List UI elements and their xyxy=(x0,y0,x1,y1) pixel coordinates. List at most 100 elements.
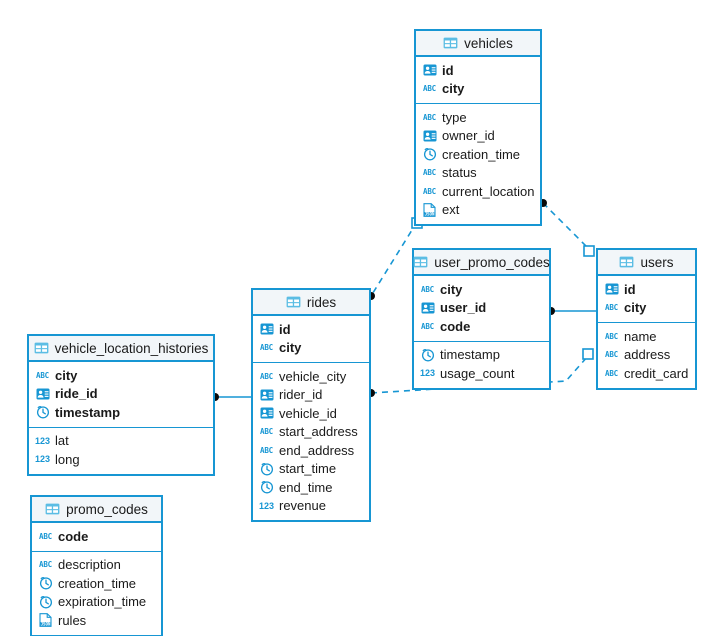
column-row[interactable]: timestamp xyxy=(29,403,213,422)
abc-icon: ABC xyxy=(260,427,273,437)
abc-icon: ABC xyxy=(260,371,273,381)
relationship-endpoint-square xyxy=(583,245,595,257)
column-row[interactable]: start_time xyxy=(253,460,369,479)
column-name: current_location xyxy=(442,183,535,199)
column-name: id xyxy=(279,321,291,337)
table-header-rides[interactable]: rides xyxy=(253,290,369,316)
abc-icon: ABC xyxy=(260,343,273,353)
column-name: revenue xyxy=(279,498,326,514)
table-header-user_promo_codes[interactable]: user_promo_codes xyxy=(413,250,550,276)
relationship-upc-to-users[interactable] xyxy=(547,307,596,315)
column-row[interactable]: creation_time xyxy=(32,574,161,593)
column-row[interactable]: creation_time xyxy=(416,145,540,164)
number-icon: 123 xyxy=(34,454,51,465)
column-name: timestamp xyxy=(55,404,121,420)
column-name: start_time xyxy=(279,461,337,477)
column-row[interactable]: owner_id xyxy=(416,127,540,146)
column-name: type xyxy=(442,109,467,125)
table-title: vehicle_location_histories xyxy=(54,340,209,356)
column-name: ride_id xyxy=(55,386,98,402)
table-title: promo_codes xyxy=(66,501,148,517)
column-name: expiration_time xyxy=(58,594,147,610)
column-row[interactable]: timestamp xyxy=(414,346,549,365)
abc-icon: ABC xyxy=(605,303,618,313)
column-row[interactable]: ABC status xyxy=(416,164,540,183)
column-row[interactable]: user_id xyxy=(414,299,549,318)
column-row[interactable]: ABC address xyxy=(598,346,695,365)
column-name: rules xyxy=(58,612,87,628)
key-id-icon xyxy=(35,386,50,401)
column-name: rider_id xyxy=(279,387,323,403)
table-header-users[interactable]: users xyxy=(598,250,695,276)
key-id-icon xyxy=(422,63,437,78)
column-name: end_address xyxy=(279,442,355,458)
table-icon xyxy=(443,36,458,51)
relationship-vlh-to-rides[interactable] xyxy=(211,393,251,401)
column-name: owner_id xyxy=(442,128,495,144)
column-name: id xyxy=(624,281,636,297)
column-name: timestamp xyxy=(440,347,500,363)
column-row[interactable]: JSON rules xyxy=(32,611,161,630)
column-row[interactable]: end_time xyxy=(253,478,369,497)
column-row[interactable]: expiration_time xyxy=(32,593,161,612)
column-name: code xyxy=(440,318,471,334)
table-header-vehicles[interactable]: vehicles xyxy=(416,31,540,57)
clock-icon xyxy=(422,147,437,162)
abc-icon: ABC xyxy=(605,350,618,360)
table-header-vehicle_location_histories[interactable]: vehicle_location_histories xyxy=(29,336,213,362)
column-name: address xyxy=(624,347,671,363)
column-row[interactable]: id xyxy=(416,61,540,80)
column-name: vehicle_id xyxy=(279,405,337,421)
abc-icon: ABC xyxy=(36,370,49,380)
column-row[interactable]: ride_id xyxy=(29,385,213,404)
table-title: rides xyxy=(306,294,337,310)
svg-text:JSON: JSON xyxy=(41,622,51,627)
table-header-promo_codes[interactable]: promo_codes xyxy=(32,497,161,523)
svg-text:JSON: JSON xyxy=(425,211,435,216)
column-row[interactable]: vehicle_id xyxy=(253,404,369,423)
column-name: status xyxy=(442,165,477,181)
table-icon xyxy=(286,295,301,310)
column-row[interactable]: rider_id xyxy=(253,386,369,405)
abc-icon: ABC xyxy=(423,112,436,122)
clock-icon xyxy=(259,480,274,495)
abc-icon: ABC xyxy=(423,168,436,178)
column-row[interactable]: id xyxy=(598,280,695,299)
abc-icon: ABC xyxy=(39,531,52,541)
column-row[interactable]: ABC type xyxy=(416,108,540,127)
clock-icon xyxy=(259,461,274,476)
column-row[interactable]: id xyxy=(253,320,369,339)
key-id-icon xyxy=(259,387,274,402)
